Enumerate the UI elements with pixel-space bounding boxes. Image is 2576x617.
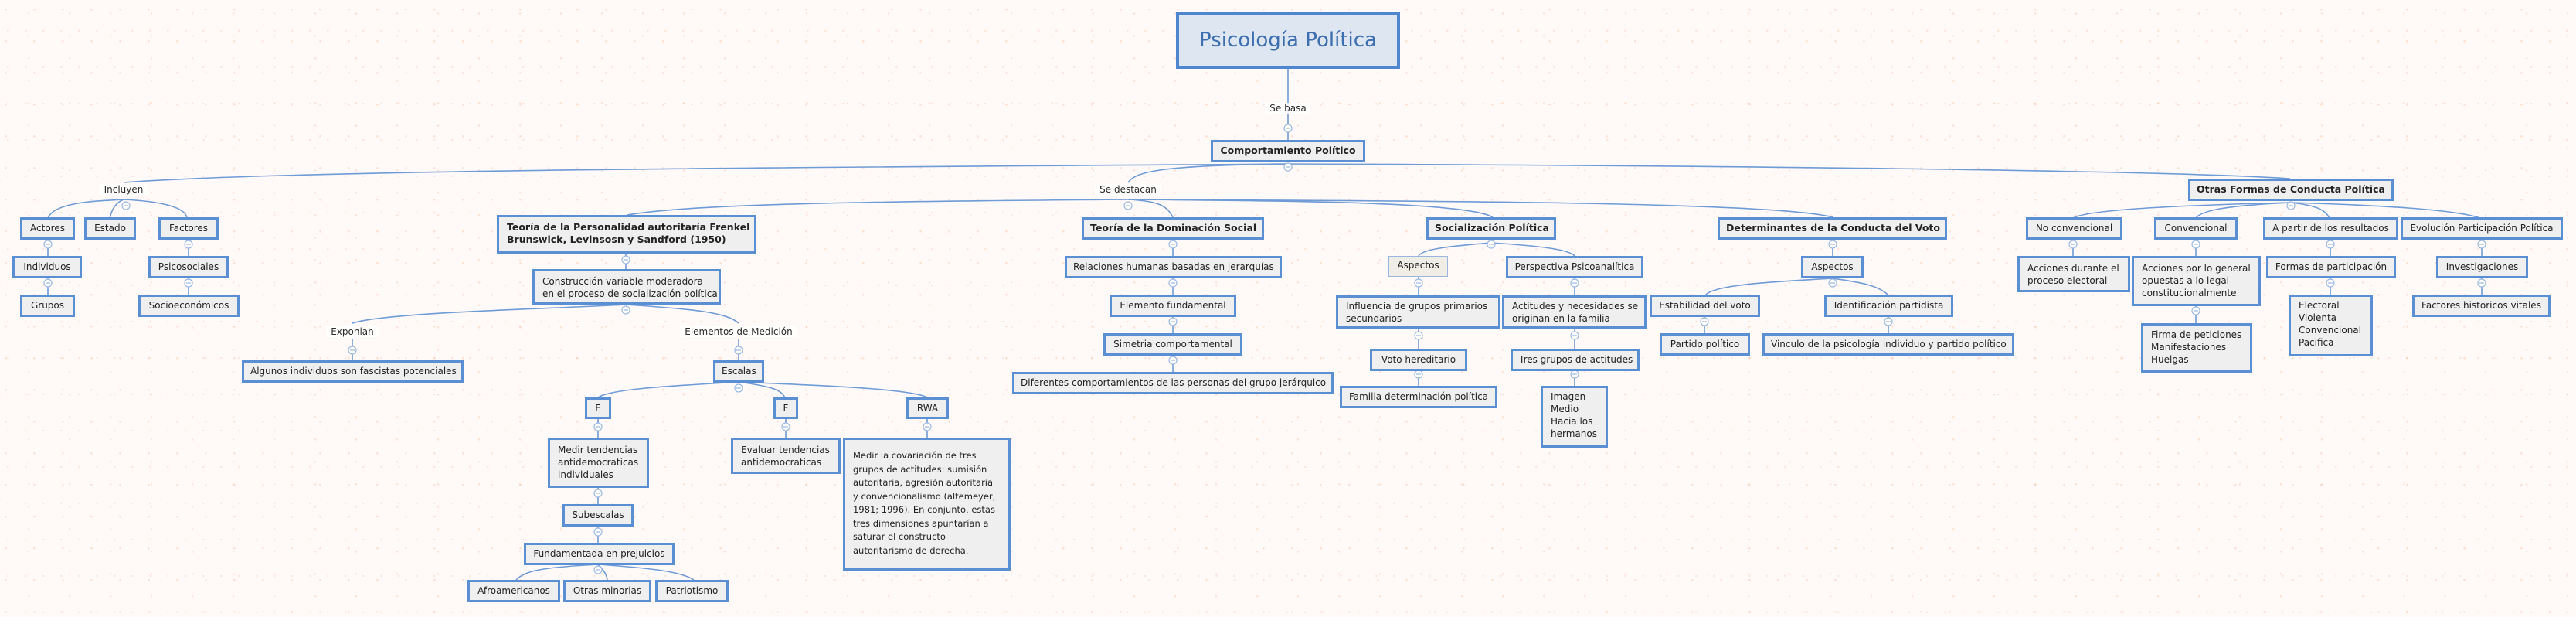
- node-socializacion-politica[interactable]: Socialización Política: [1426, 217, 1556, 240]
- node-investigaciones[interactable]: Investigaciones: [2436, 256, 2528, 278]
- node-estabilidad-voto[interactable]: Estabilidad del voto: [1650, 295, 1760, 317]
- title-line-1: Teoría de la Personalidad autoritaría Fr…: [507, 221, 750, 233]
- text-line-3: constitucionalmente: [2142, 288, 2237, 298]
- main-topic[interactable]: Comportamiento Político: [1211, 140, 1365, 162]
- node-formas-participacion[interactable]: Formas de participación: [2266, 256, 2396, 278]
- link-label-elementos-medicion: Elementos de Medición: [680, 326, 797, 337]
- text-line-2: antidemocraticas: [741, 457, 822, 468]
- text-line-2: secundarios: [1346, 313, 1402, 324]
- text-line-8: autoritarismo de derecha.: [853, 544, 969, 556]
- text-line-4: hermanos: [1551, 428, 1597, 439]
- text-line-1: Acciones durante el: [2027, 263, 2119, 274]
- text-line-7: saturar el constructo: [853, 531, 946, 542]
- node-simetria-comportamental[interactable]: Simetria comportamental: [1103, 333, 1242, 356]
- text-line-2: originan en la familia: [1512, 313, 1610, 324]
- node-familia-determinacion[interactable]: Familia determinación política: [1340, 386, 1497, 408]
- node-no-convencional[interactable]: No convencional: [2026, 217, 2122, 240]
- node-teoria-dominacion-social[interactable]: Teoría de la Dominación Social: [1082, 217, 1264, 240]
- node-f-descripcion[interactable]: Evaluar tendencias antidemocraticas: [731, 438, 841, 474]
- node-individuos[interactable]: Individuos: [12, 256, 82, 278]
- text-line-4: Pacifica: [2299, 337, 2334, 348]
- text-line-3: autoritaria, agresión autoritaria: [853, 477, 994, 488]
- node-socioeconomicos[interactable]: Socioeconómicos: [138, 295, 240, 317]
- node-escala-e[interactable]: E: [585, 397, 611, 419]
- node-e-descripcion[interactable]: Medir tendencias antidemocraticas indivi…: [548, 438, 649, 488]
- text-line-4: y convencionalismo (altemeyer,: [853, 490, 996, 502]
- node-escala-rwa[interactable]: RWA: [906, 397, 949, 419]
- node-electoral-violenta-convencional-pacifica[interactable]: Electoral Violenta Convencional Pacifica: [2289, 295, 2373, 356]
- text-line-3: Huelgas: [2151, 354, 2189, 365]
- node-imagen-medio-hermanos[interactable]: Imagen Medio Hacia los hermanos: [1541, 386, 1608, 448]
- node-afroamericanos[interactable]: Afroamericanos: [467, 580, 560, 602]
- text-line-1: Actitudes y necesidades se: [1512, 301, 1639, 312]
- node-escalas[interactable]: Escalas: [713, 360, 764, 383]
- text-line-3: Convencional: [2299, 325, 2361, 336]
- text-line-2: Medio: [1551, 404, 1579, 414]
- node-acciones-proceso-electoral[interactable]: Acciones durante el proceso electoral: [2017, 256, 2130, 292]
- node-fundamentada-prejuicios[interactable]: Fundamentada en prejuicios: [524, 543, 675, 565]
- link-label-se-destacan: Se destacan: [1095, 184, 1161, 195]
- node-convencional[interactable]: Convencional: [2154, 217, 2238, 240]
- node-escala-f[interactable]: F: [773, 397, 798, 419]
- node-voto-hereditario[interactable]: Voto hereditario: [1370, 349, 1467, 371]
- node-socializacion-aspectos[interactable]: Aspectos: [1388, 256, 1448, 277]
- node-factores-historicos-vitales[interactable]: Factores historicos vitales: [2412, 295, 2551, 317]
- text-line-2: Violenta: [2299, 312, 2337, 323]
- node-elemento-fundamental[interactable]: Elemento fundamental: [1110, 295, 1236, 317]
- node-otras-minorias[interactable]: Otras minorias: [563, 580, 651, 602]
- text-line-2: grupos de actitudes: sumisión: [853, 463, 987, 475]
- text-line-3: individuales: [558, 469, 613, 480]
- node-acciones-opuestas-legal[interactable]: Acciones por lo general opuestas a lo le…: [2132, 256, 2261, 306]
- text-line-1: Firma de peticiones: [2151, 329, 2242, 340]
- root-topic[interactable]: Psicología Política: [1176, 12, 1400, 69]
- text-line-1: Construcción variable moderadora: [542, 276, 703, 287]
- text-line-1: Electoral: [2299, 300, 2340, 311]
- node-peticiones-manifestaciones-huelgas[interactable]: Firma de peticiones Manifestaciones Huel…: [2141, 323, 2252, 373]
- node-psicosociales[interactable]: Psicosociales: [148, 256, 229, 278]
- node-rwa-descripcion[interactable]: Medir la covariación de tres grupos de a…: [843, 438, 1011, 571]
- node-influencia-grupos[interactable]: Influencia de grupos primarios secundari…: [1336, 295, 1500, 329]
- text-line-2: proceso electoral: [2027, 275, 2108, 286]
- node-otras-formas-conducta[interactable]: Otras Formas de Conducta Política: [2188, 179, 2394, 201]
- node-relaciones-jerarquias[interactable]: Relaciones humanas basadas en jerarquías: [1065, 256, 1282, 278]
- link-label-exponian: Exponian: [326, 326, 379, 337]
- node-determinantes-voto[interactable]: Determinantes de la Conducta del Voto: [1718, 217, 1947, 240]
- text-line-2: Manifestaciones: [2151, 342, 2227, 353]
- node-a-partir-resultados[interactable]: A partir de los resultados: [2263, 217, 2398, 240]
- link-label-se-basa: Se basa: [1265, 103, 1311, 114]
- node-fascistas-potenciales[interactable]: Algunos individuos son fascistas potenci…: [242, 360, 464, 383]
- text-line-6: tres dimensiones apuntarían a: [853, 517, 989, 529]
- text-line-3: Hacia los: [1551, 416, 1593, 427]
- node-tres-grupos-actitudes[interactable]: Tres grupos de actitudes: [1511, 349, 1640, 371]
- text-line-1: Acciones por lo general: [2142, 263, 2251, 274]
- text-line-2: opuestas a lo legal: [2142, 275, 2230, 286]
- node-patriotismo[interactable]: Patriotismo: [655, 580, 729, 602]
- node-actores[interactable]: Actores: [20, 217, 75, 240]
- text-line-2: antidemocraticas: [558, 457, 639, 468]
- link-label-incluyen: Incluyen: [99, 184, 148, 195]
- node-grupos[interactable]: Grupos: [20, 295, 75, 317]
- node-evolucion-participacion[interactable]: Evolución Participación Política: [2401, 217, 2563, 240]
- node-subescalas[interactable]: Subescalas: [562, 504, 634, 527]
- node-estado[interactable]: Estado: [84, 217, 136, 240]
- node-perspectiva-psicoanalitica[interactable]: Perspectiva Psicoanalítica: [1506, 256, 1643, 278]
- node-diferentes-comportamientos[interactable]: Diferentes comportamientos de las person…: [1012, 372, 1334, 394]
- title-line-2: Brunswick, Levinsosn y Sandford (1950): [507, 234, 726, 245]
- node-partido-politico[interactable]: Partido político: [1660, 333, 1750, 356]
- text-line-5: 1981; 1996). En conjunto, estas: [853, 504, 995, 515]
- node-vinculo-psicologia[interactable]: Vinculo de la psicología individuo y par…: [1762, 333, 2014, 356]
- node-identificacion-partidista[interactable]: Identificación partidista: [1824, 295, 1953, 317]
- node-actitudes-familia[interactable]: Actitudes y necesidades se originan en l…: [1502, 295, 1647, 329]
- text-line-1: Imagen: [1551, 391, 1586, 402]
- text-line-1: Influencia de grupos primarios: [1346, 301, 1488, 312]
- text-line-1: Evaluar tendencias: [741, 445, 830, 455]
- node-factores[interactable]: Factores: [158, 217, 219, 240]
- text-line-2: en el proceso de socialización política: [542, 288, 718, 299]
- node-determinantes-aspectos[interactable]: Aspectos: [1801, 256, 1864, 278]
- text-line-1: Medir tendencias: [558, 445, 638, 455]
- node-construccion-variable[interactable]: Construcción variable moderadora en el p…: [532, 269, 721, 305]
- collapse-toggles: [43, 124, 2486, 574]
- text-line-1: Medir la covariación de tres: [853, 450, 977, 461]
- node-teoria-personalidad[interactable]: Teoría de la Personalidad autoritaría Fr…: [497, 215, 756, 254]
